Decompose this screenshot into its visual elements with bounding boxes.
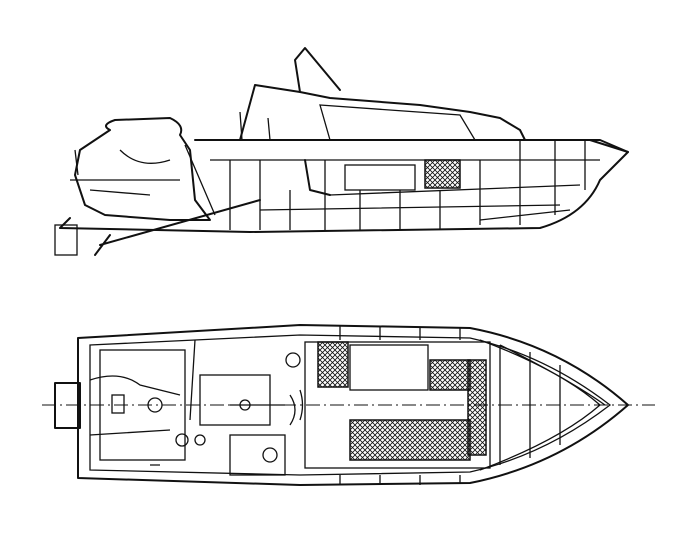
plan-fittings xyxy=(89,339,304,466)
plan-stringers xyxy=(479,339,606,471)
plan-hull-outline xyxy=(77,324,629,486)
side-seat-profile xyxy=(304,159,331,196)
side-chine-lines xyxy=(259,184,581,221)
plan-view xyxy=(42,324,655,486)
plan-seat-hatched-3 xyxy=(349,419,471,461)
side-rudder xyxy=(54,224,78,256)
side-frames xyxy=(229,140,586,230)
side-control-levers xyxy=(74,111,271,176)
plan-engine-box xyxy=(199,374,271,426)
plan-frames xyxy=(339,325,561,485)
side-seat-hatched xyxy=(424,159,461,189)
side-seat-aft xyxy=(344,164,416,191)
side-outboard-motor xyxy=(74,117,211,221)
plan-inner-gunwale xyxy=(89,334,612,476)
plan-console-box xyxy=(229,434,286,476)
plan-transom-motor xyxy=(54,382,81,429)
side-cabin-roof xyxy=(239,84,526,141)
side-cabin-window xyxy=(319,104,477,141)
side-windshield xyxy=(294,47,341,93)
plan-table xyxy=(349,344,429,391)
plan-motor-well xyxy=(99,349,186,461)
side-deck-line xyxy=(199,139,629,153)
side-hull-outline xyxy=(59,139,629,233)
plan-seat-hatched-2 xyxy=(429,359,471,391)
side-propeller-shaft xyxy=(94,199,261,256)
side-motor-detail xyxy=(70,144,216,216)
side-view xyxy=(54,47,629,256)
plan-seat-hatched-1 xyxy=(317,341,349,388)
plan-cockpit xyxy=(304,341,491,469)
plan-seat-hatched-4 xyxy=(467,359,487,456)
